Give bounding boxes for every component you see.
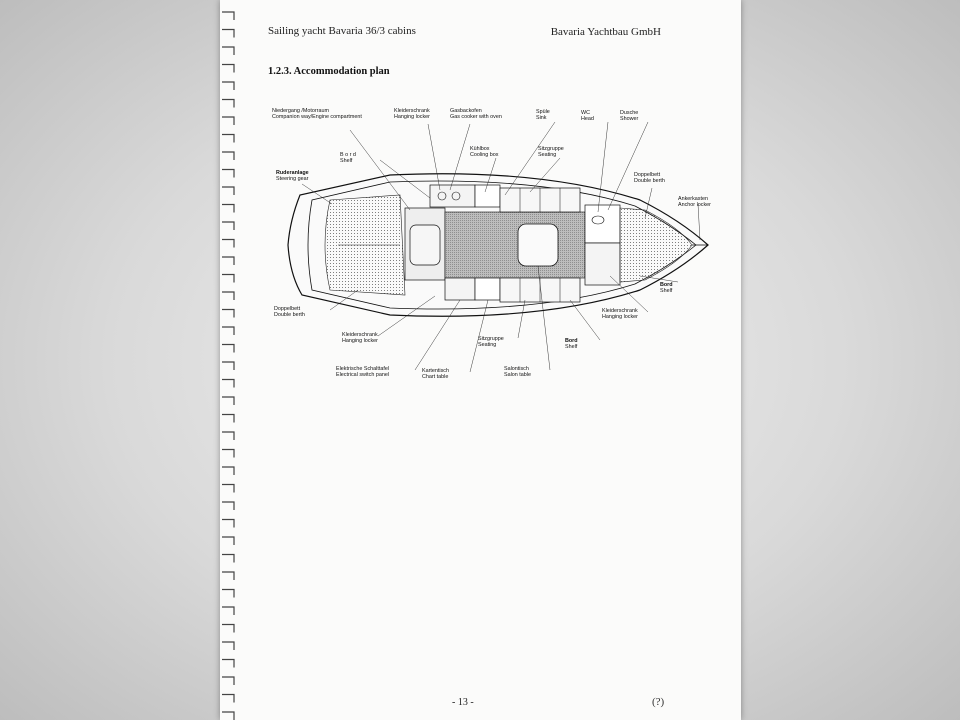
binding-ring <box>222 571 235 580</box>
binding-ring <box>222 291 235 300</box>
page-mark: (?) <box>652 696 665 708</box>
binding-ring <box>222 151 235 160</box>
section-title: 1.2.3. Accommodation plan <box>268 66 390 77</box>
binding-ring <box>222 11 235 20</box>
binding-ring <box>222 483 235 493</box>
binding-ring <box>222 343 235 353</box>
page-number: - 13 - <box>452 697 474 708</box>
binding-ring <box>222 361 235 370</box>
forward-berth-dots <box>619 207 693 283</box>
binding-ring <box>222 98 235 108</box>
binding-ring <box>222 641 235 650</box>
binding-ring <box>222 676 235 685</box>
binding-ring <box>222 308 235 318</box>
binding-ring <box>222 81 235 90</box>
binding-ring <box>222 623 235 633</box>
binding-ring <box>222 256 235 265</box>
binding-ring <box>222 711 235 720</box>
binding-ring <box>222 501 235 510</box>
binding-ring <box>222 273 235 283</box>
binding-ring <box>222 238 235 248</box>
binding-ring <box>222 448 235 458</box>
binding-ring <box>222 518 235 528</box>
binding-ring <box>222 396 235 405</box>
binding-ring <box>222 186 235 195</box>
binding-ring <box>222 133 235 143</box>
binding-ring <box>222 536 235 545</box>
salon-table <box>517 223 559 267</box>
binding-ring <box>222 413 235 423</box>
binding-ring <box>222 431 235 440</box>
header-title: Sailing yacht Bavaria 36/3 cabins <box>268 25 416 37</box>
binding-ring <box>222 658 235 668</box>
header-company: Bavaria Yachtbau GmbH <box>550 26 661 38</box>
binding-ring <box>222 326 235 335</box>
binding-ring <box>222 203 235 213</box>
binding-ring <box>222 588 235 598</box>
hull-drawing <box>287 121 709 373</box>
manual-page: Sailing yacht Bavaria 36/3 cabins Bavari… <box>220 0 741 720</box>
binding-ring <box>222 63 235 73</box>
spiral-binding <box>222 11 235 720</box>
binding-ring <box>222 221 235 230</box>
leader-lines <box>301 121 701 373</box>
binding-ring <box>222 168 235 178</box>
binding-ring <box>222 28 235 38</box>
binding-ring <box>222 553 235 563</box>
binding-ring <box>222 378 235 388</box>
binding-ring <box>222 693 235 703</box>
binding-ring <box>222 466 235 475</box>
binding-ring <box>222 116 235 125</box>
saloon-floor <box>444 211 586 279</box>
binding-ring <box>222 46 235 55</box>
binding-ring <box>222 606 235 615</box>
head-compartment <box>584 204 621 244</box>
